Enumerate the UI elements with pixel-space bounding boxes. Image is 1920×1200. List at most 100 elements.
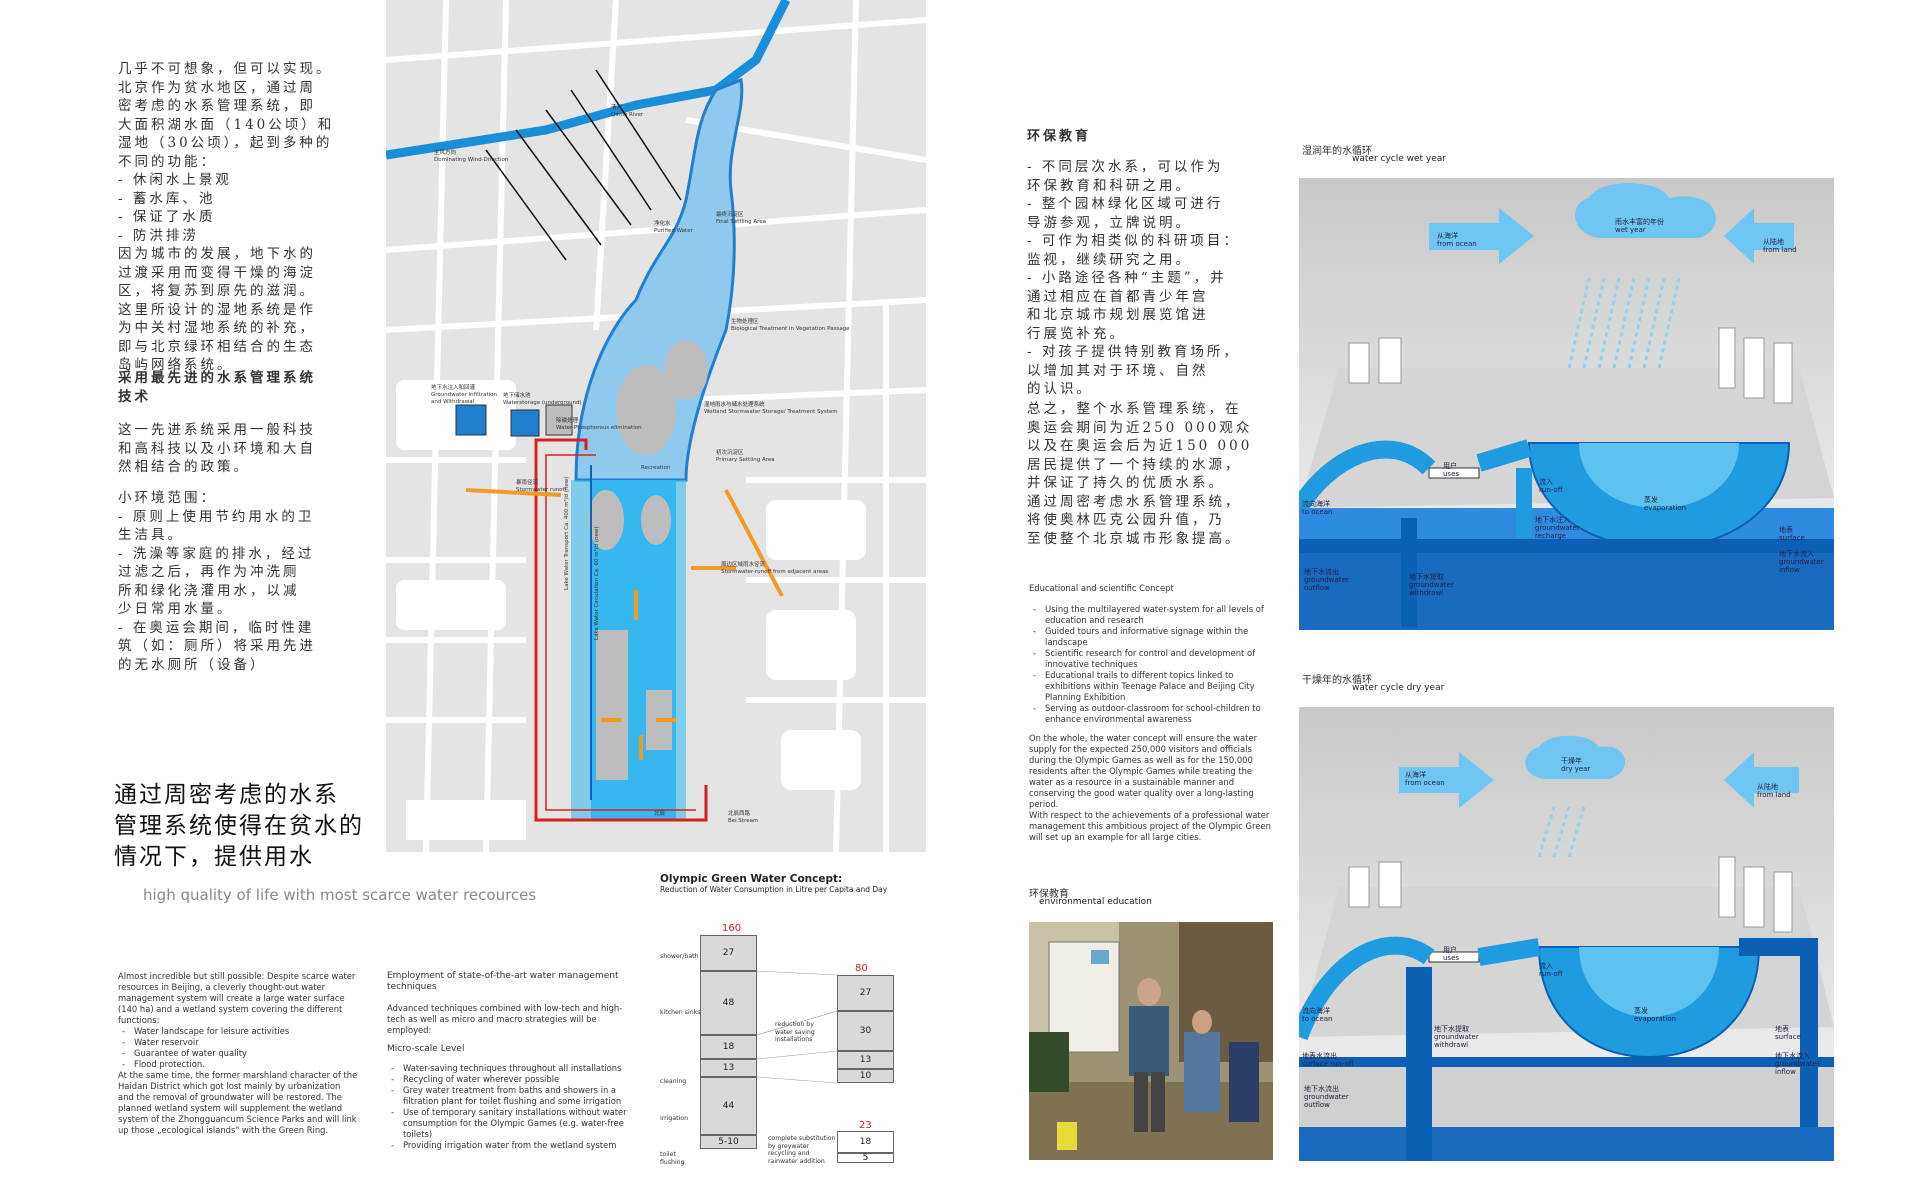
wet-from-ocean: 从海洋 from ocean: [1437, 232, 1477, 248]
islands: [588, 340, 708, 780]
dry-runoff: 流入 run-off: [1539, 962, 1563, 978]
row-label: irrigation: [660, 1115, 688, 1122]
red-pipe: [534, 438, 708, 822]
list-item: Scientific research for control and deve…: [1029, 648, 1271, 670]
row-label: cleaning: [660, 1078, 687, 1085]
edu-heading-en: Educational and scientific Concept: [1029, 583, 1174, 593]
bar-after-kitchen: 30: [837, 1011, 894, 1051]
wet-uses: 用户 uses: [1443, 462, 1460, 478]
dry-from-ocean: 从海洋 from ocean: [1405, 771, 1445, 787]
map-label-recreation: Recreation: [641, 465, 671, 471]
dry-gw-outflow: 地下水流出 groundwater outflow: [1304, 1085, 1349, 1109]
map-label-bottom-right: 北辰西路 Bei Stream: [728, 811, 759, 824]
map-label-primary: 初次沉淀区 Primary Settling Area: [716, 450, 775, 463]
map-label-bio: 生物处理区 Biological Treatment in Vegetation…: [731, 319, 850, 332]
dry-title-en: water cycle dry year: [1352, 683, 1445, 693]
wet-wet-year: 雨水丰富的年份 wet year: [1615, 218, 1664, 234]
list-item: Providing irrigation water from the wetl…: [387, 1140, 632, 1151]
dry-uses-box: [1428, 951, 1480, 963]
chart-note1: reduction by water saving installations: [775, 1021, 815, 1043]
wet-recharge: 地下水注入 groundwater recharge: [1535, 516, 1580, 540]
bar-after-shower: 27: [837, 975, 894, 1011]
orange-arrows: [465, 488, 784, 760]
left-en-para2: At the same time, the former marshland c…: [118, 1070, 358, 1135]
left-en-para: Almost incredible but still possible: De…: [118, 971, 356, 1025]
intro-cn: 几乎不可想象，但可以实现。 北京作为贫水地区，通过周 密考虑的水系管理系统，即 …: [118, 61, 335, 373]
mid-en-heading: Employment of state-of-the-art water man…: [387, 971, 619, 992]
chart-connector-lines: [757, 970, 837, 1084]
education-photo: [1029, 922, 1273, 1160]
tech-heading-cn: 采用最先进的水系管理系统 技术: [118, 370, 316, 405]
dry-from-land: 从陆地 from land: [1757, 783, 1791, 799]
wind-arrows: [485, 69, 682, 261]
map-label-wind: 主风方向 Dominating Wind-Direction: [434, 150, 509, 163]
big-title-cn: 通过周密考虑的水系 管理系统使得在贫水的 情况下，提供用水: [114, 782, 364, 870]
dry-withdrawl: 地下水提取 groundwater withdrawl: [1434, 1025, 1479, 1049]
list-item: Guided tours and informative signage wit…: [1029, 626, 1271, 648]
wet-evaporation: 蒸发 evaporation: [1644, 496, 1687, 512]
map-label-right-vertical: Lake Water Circulation Ca. 60 m³/d (new): [594, 526, 600, 640]
bar-before-toilet: 5-10: [700, 1135, 757, 1149]
list-item: Water landscape for leisure activities: [118, 1026, 358, 1037]
summary-en: On the whole, the water concept will ens…: [1029, 733, 1271, 842]
wet-runoff: 流入 run-off: [1539, 478, 1563, 494]
water-chart: Olympic Green Water Concept: Reduction o…: [660, 873, 920, 1173]
wet-surface: 地表 surface: [1779, 526, 1805, 542]
edu-bullets: Using the multilayered water-system for …: [1029, 604, 1271, 725]
map-label-stormwater: 暴雨径流 Stormwater runoff: [516, 480, 567, 493]
dry-year-drawing: [1299, 707, 1834, 1161]
list-item: Serving as outdoor-classroom for school-…: [1029, 703, 1271, 725]
left-en-bullets: Water landscape for leisure activities W…: [118, 1026, 358, 1070]
map-label-groundwater: 地下水注入和回灌 Groundwater infiltration and Wi…: [431, 385, 497, 405]
mid-en-block: Employment of state-of-the-art water man…: [387, 971, 632, 1151]
wet-year-diagram: 从海洋 from ocean 雨水丰富的年份 wet year 从陆地 from…: [1299, 178, 1834, 630]
photo-caption-cn: 环保教育: [1029, 889, 1069, 900]
edu-heading-cn: 环保教育: [1027, 129, 1092, 144]
map-label-purified: 净化水 Purified Water: [654, 221, 693, 234]
site-map: 清河 Qinho River 主风方向 Dominating Wind-Dire…: [386, 0, 926, 852]
site-map-drawing: [386, 0, 926, 852]
chart-total-after: 80: [855, 963, 868, 974]
list-item: Grey water treatment from baths and show…: [387, 1085, 632, 1107]
mid-en-para: Advanced techniques combined with low-te…: [387, 1003, 623, 1035]
row-label: shower/bath: [660, 953, 699, 960]
left-en-block: Almost incredible but still possible: De…: [118, 971, 358, 1136]
blocks: [396, 380, 866, 840]
tech-cn: 这一先进系统采用一般科技 和高科技以及小环境和大自 然相结合的政策。: [118, 422, 316, 475]
wet-gw-outflow: 地下水流出 groundwater outflow: [1304, 568, 1349, 592]
list-item: Guarantee of water quality: [118, 1048, 358, 1059]
phosphorus-box: [545, 404, 573, 436]
dry-from-ocean-arrow: [1399, 752, 1494, 808]
list-item: Flood protection.: [118, 1059, 358, 1070]
bar-after-13: 13: [837, 1051, 894, 1069]
dry-surface: 地表 surface: [1775, 1025, 1801, 1041]
bar-before-kitchen: 48: [700, 971, 757, 1035]
map-label-wetland: 湿地雨水与储水处理系统 Wetland Stormwater Storage/ …: [704, 402, 838, 415]
chart-subtitle: Reduction of Water Consumption in Litre …: [660, 885, 888, 894]
map-label-bottom-left: 北辰: [654, 811, 666, 817]
dry-gw-inflow: 地下水流入 groundwater inflow: [1775, 1052, 1820, 1076]
edu-cn: - 不同层次水系，可以作为 环保教育和科研之用。 - 整个园林绿化区域可进行 导…: [1027, 159, 1240, 397]
list-item: Water-saving techniques throughout all i…: [387, 1063, 632, 1074]
map-label-left-vertical: Lake Water Transport Ca. 400 m³/d (new): [564, 476, 570, 590]
big-subtitle-en: high quality of life with most scarce wa…: [143, 886, 537, 904]
mid-en-bullets: Water-saving techniques throughout all i…: [387, 1063, 632, 1151]
dry-title-cn: 干燥年的水循环: [1302, 675, 1372, 686]
dry-cloud: [1525, 735, 1626, 779]
bar-final-5: 5: [837, 1153, 894, 1163]
wet-from-land: 从陆地 from land: [1763, 238, 1797, 254]
row-label: toilet flushing: [660, 1151, 685, 1166]
list-item: Use of temporary sanitary installations …: [387, 1107, 632, 1140]
list-item: Educational trails to different topics l…: [1029, 670, 1271, 703]
map-label-storage: 地下储水池 Waterstorage (underground): [503, 393, 582, 406]
chart-total-before: 160: [722, 923, 742, 934]
map-label-phosphorus: 除磷处理 Water-Phosphorous elimination: [556, 418, 642, 431]
chart-title: Olympic Green Water Concept:: [660, 873, 843, 885]
bar-after-cleaning: 10: [837, 1069, 894, 1083]
map-label-final: 最终沉淀区 Final Settling Area: [716, 212, 767, 225]
chart-note2: complete substitution by greywater recyc…: [768, 1135, 836, 1165]
bar-before-shower: 27: [700, 935, 757, 971]
dry-to-ocean: 流向海洋 to ocean: [1302, 1007, 1333, 1023]
mid-en-micro-heading: Micro-scale Level: [387, 1044, 465, 1054]
dry-year-diagram: 从海洋 from ocean 干燥年 dry year 从陆地 from lan…: [1299, 707, 1834, 1161]
